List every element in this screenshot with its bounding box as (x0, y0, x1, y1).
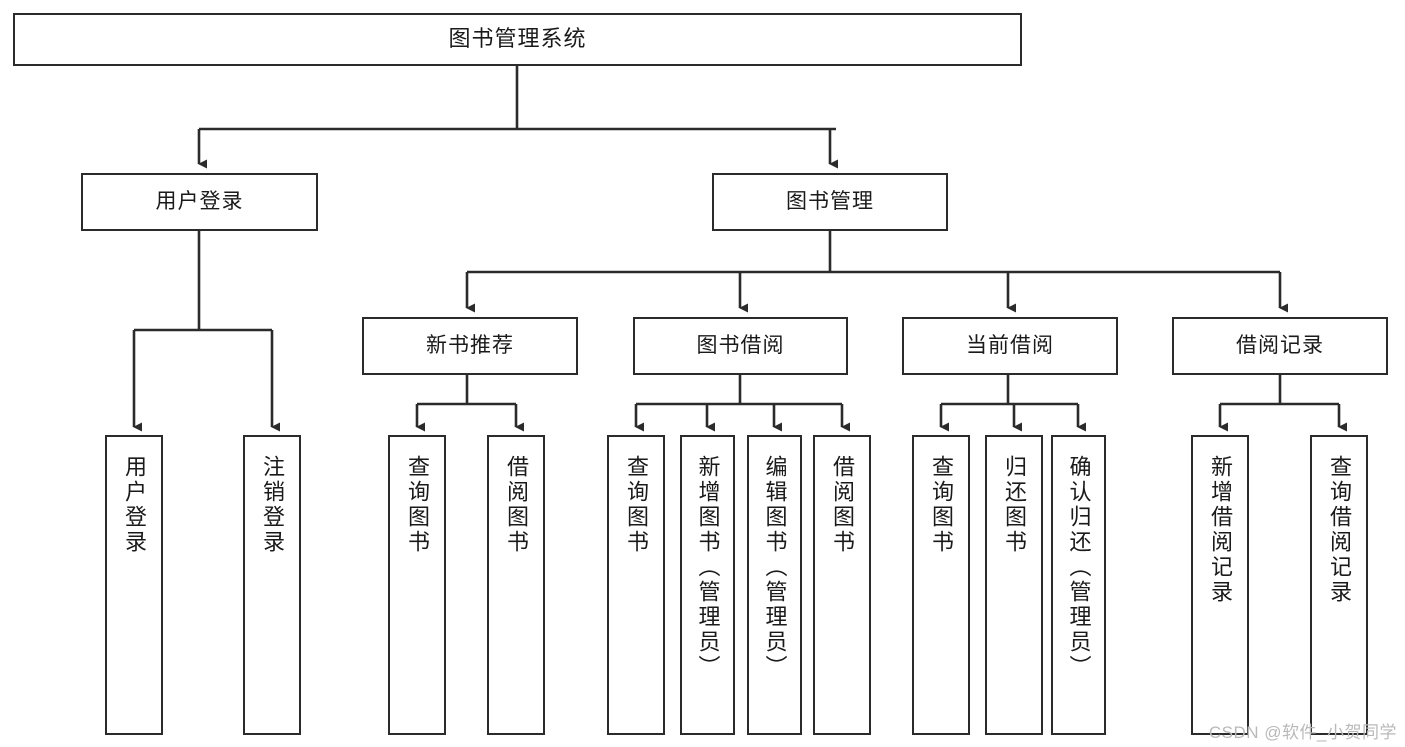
node-book-borrow[interactable]: 图书借阅 (633, 317, 848, 375)
edge-bookborrow-to-leaves (634, 375, 850, 432)
node-leaf-query-book-3[interactable]: 查询图书 (912, 435, 970, 735)
node-leaf-add-record[interactable]: 新增借阅记录 (1191, 435, 1249, 735)
watermark: CSDN @软件_小贺同学 (1208, 723, 1397, 742)
node-leaf-edit-book[interactable]: 编辑图书（管理员） (747, 435, 802, 735)
node-new-book-recommend-label: 新书推荐 (426, 334, 514, 358)
node-book-manage-label: 图书管理 (786, 190, 874, 214)
node-new-book-recommend[interactable]: 新书推荐 (362, 317, 578, 375)
node-leaf-return-book[interactable]: 归还图书 (985, 435, 1043, 735)
edge-currentborrow-to-leaves (939, 375, 1086, 432)
node-borrow-record-label: 借阅记录 (1236, 334, 1324, 358)
node-leaf-confirm-return[interactable]: 确认归还（管理员） (1051, 435, 1106, 735)
edge-newbook-to-leaves (415, 375, 524, 432)
node-leaf-logout[interactable]: 注销登录 (243, 435, 301, 735)
node-leaf-user-login[interactable]: 用户登录 (105, 435, 163, 735)
edge-userlogin-to-leaves (132, 231, 280, 432)
node-leaf-query-record[interactable]: 查询借阅记录 (1310, 435, 1368, 735)
node-leaf-add-book-label: 新增图书（管理员） (695, 455, 721, 680)
edge-bookmanage-to-level2 (465, 231, 1288, 313)
node-leaf-edit-book-label: 编辑图书（管理员） (762, 455, 788, 680)
node-root[interactable]: 图书管理系统 (13, 13, 1022, 66)
node-leaf-add-book[interactable]: 新增图书（管理员） (680, 435, 735, 735)
node-borrow-record[interactable]: 借阅记录 (1172, 317, 1388, 375)
node-root-label: 图书管理系统 (448, 26, 587, 52)
node-current-borrow-label: 当前借阅 (966, 334, 1054, 358)
node-leaf-borrow-book-2-label: 借阅图书 (829, 455, 855, 555)
node-leaf-user-login-label: 用户登录 (121, 455, 147, 555)
node-leaf-borrow-book-1[interactable]: 借阅图书 (487, 435, 545, 735)
node-leaf-query-record-label: 查询借阅记录 (1326, 455, 1352, 605)
node-leaf-add-record-label: 新增借阅记录 (1207, 455, 1233, 605)
node-leaf-query-book-1[interactable]: 查询图书 (388, 435, 446, 735)
node-user-login-label: 用户登录 (155, 190, 244, 214)
node-leaf-query-book-2-label: 查询图书 (623, 455, 649, 555)
node-book-borrow-label: 图书借阅 (696, 334, 785, 358)
node-leaf-confirm-return-label: 确认归还（管理员） (1066, 455, 1092, 680)
node-book-manage[interactable]: 图书管理 (712, 173, 948, 231)
node-current-borrow[interactable]: 当前借阅 (902, 317, 1118, 375)
node-leaf-borrow-book-2[interactable]: 借阅图书 (813, 435, 871, 735)
node-leaf-return-book-label: 归还图书 (1001, 455, 1027, 555)
node-leaf-borrow-book-1-label: 借阅图书 (503, 455, 529, 555)
edge-root-to-level1 (197, 66, 838, 169)
node-leaf-query-book-1-label: 查询图书 (404, 455, 430, 555)
node-leaf-query-book-2[interactable]: 查询图书 (607, 435, 665, 735)
edge-borrowrecord-to-leaves (1218, 375, 1347, 432)
node-leaf-logout-label: 注销登录 (259, 455, 285, 555)
node-leaf-query-book-3-label: 查询图书 (928, 455, 954, 555)
node-user-login[interactable]: 用户登录 (81, 173, 318, 231)
